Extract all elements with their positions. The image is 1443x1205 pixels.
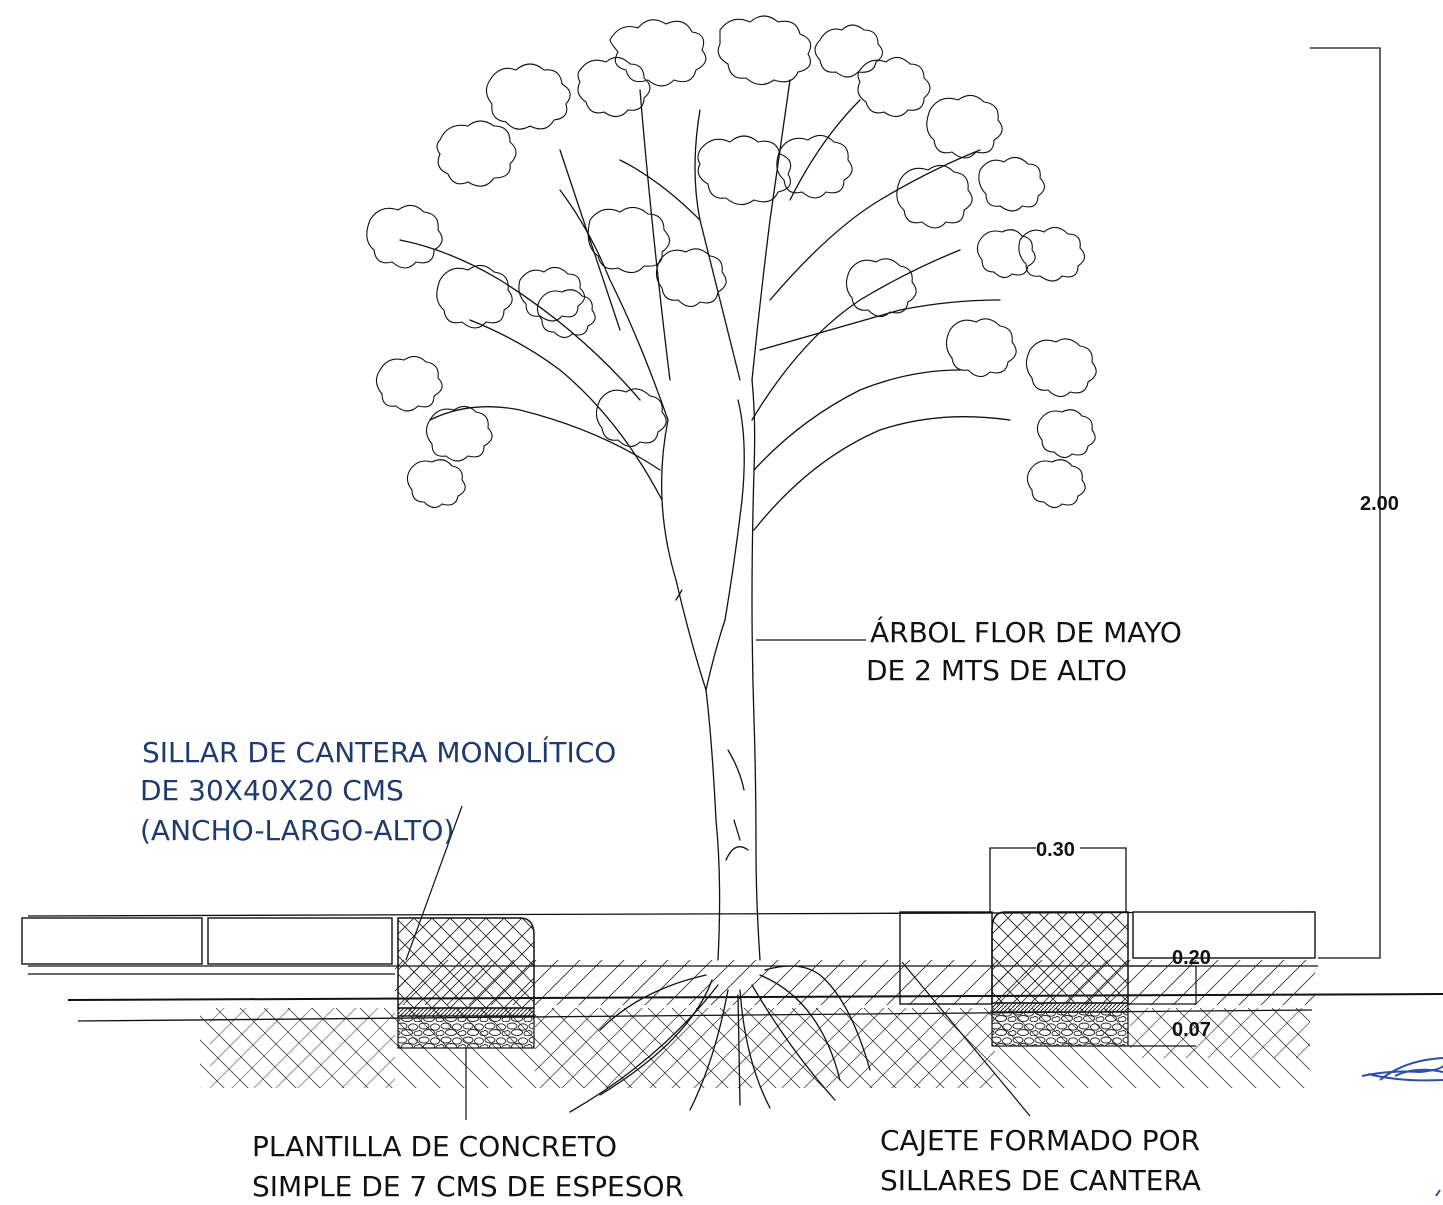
curb-block [21,917,203,965]
concrete-base-left [397,1007,535,1017]
label-cajete: CAJETE FORMADO POR SILLARES DE CANTERA [880,1124,1201,1197]
gravel-bed-right [991,1011,1129,1047]
label-sillar: SILLAR DE CANTERA MONOLÍTICO DE 30X40X20… [140,735,616,847]
dimension-base-thickness-label: 0.07 [1172,1019,1211,1041]
label-plantilla: PLANTILLA DE CONCRETO SIMPLE DE 7 CMS DE… [252,1130,684,1203]
tree-trunk [660,379,761,961]
dimension-height [1310,47,1381,959]
svg-text:DE 30X40X20 CMS: DE 30X40X20 CMS [140,774,404,807]
curb-block [207,917,393,965]
dimension-block-height [1128,965,1197,1005]
concrete-base-right [991,1002,1129,1013]
sillar-right [991,911,1129,1047]
soil-section [200,960,1315,1088]
leader-lines [405,639,1031,1120]
gravel-bed-left [397,1015,535,1049]
signature-scribble [1361,1057,1443,1197]
dimension-width-label: 0.30 [1036,839,1075,861]
tree-foliage [366,15,1097,509]
dimension-width [989,847,1127,912]
svg-text:DE 2 MTS DE ALTO: DE 2 MTS DE ALTO [866,654,1127,687]
label-tree: ÁRBOL FLOR DE MAYO DE 2 MTS DE ALTO [866,615,1182,687]
tree [366,15,1097,1113]
curb-blocks [21,911,1316,1005]
leader-sillar [405,805,463,961]
sillar-left [397,917,535,1049]
svg-text:(ANCHO-LARGO-ALTO): (ANCHO-LARGO-ALTO) [140,814,454,847]
leader-cajete [901,961,1031,1117]
svg-text:SILLARES DE CANTERA: SILLARES DE CANTERA [880,1164,1201,1197]
svg-text:ÁRBOL FLOR DE MAYO: ÁRBOL FLOR DE MAYO [870,615,1182,649]
svg-text:CAJETE FORMADO POR: CAJETE FORMADO POR [880,1124,1200,1157]
svg-text:SIMPLE DE 7 CMS DE ESPESOR: SIMPLE DE 7 CMS DE ESPESOR [252,1170,684,1203]
dimension-height-label: 2.00 [1360,493,1399,515]
curb-block [1132,911,1316,959]
tree-branches [399,79,1011,531]
svg-text:PLANTILLA DE CONCRETO: PLANTILLA DE CONCRETO [252,1130,617,1163]
dimension-block-height-label: 0.20 [1172,947,1211,969]
tree-roots [569,965,871,1113]
svg-text:SILLAR DE CANTERA MONOLÍTICO: SILLAR DE CANTERA MONOLÍTICO [142,735,616,769]
